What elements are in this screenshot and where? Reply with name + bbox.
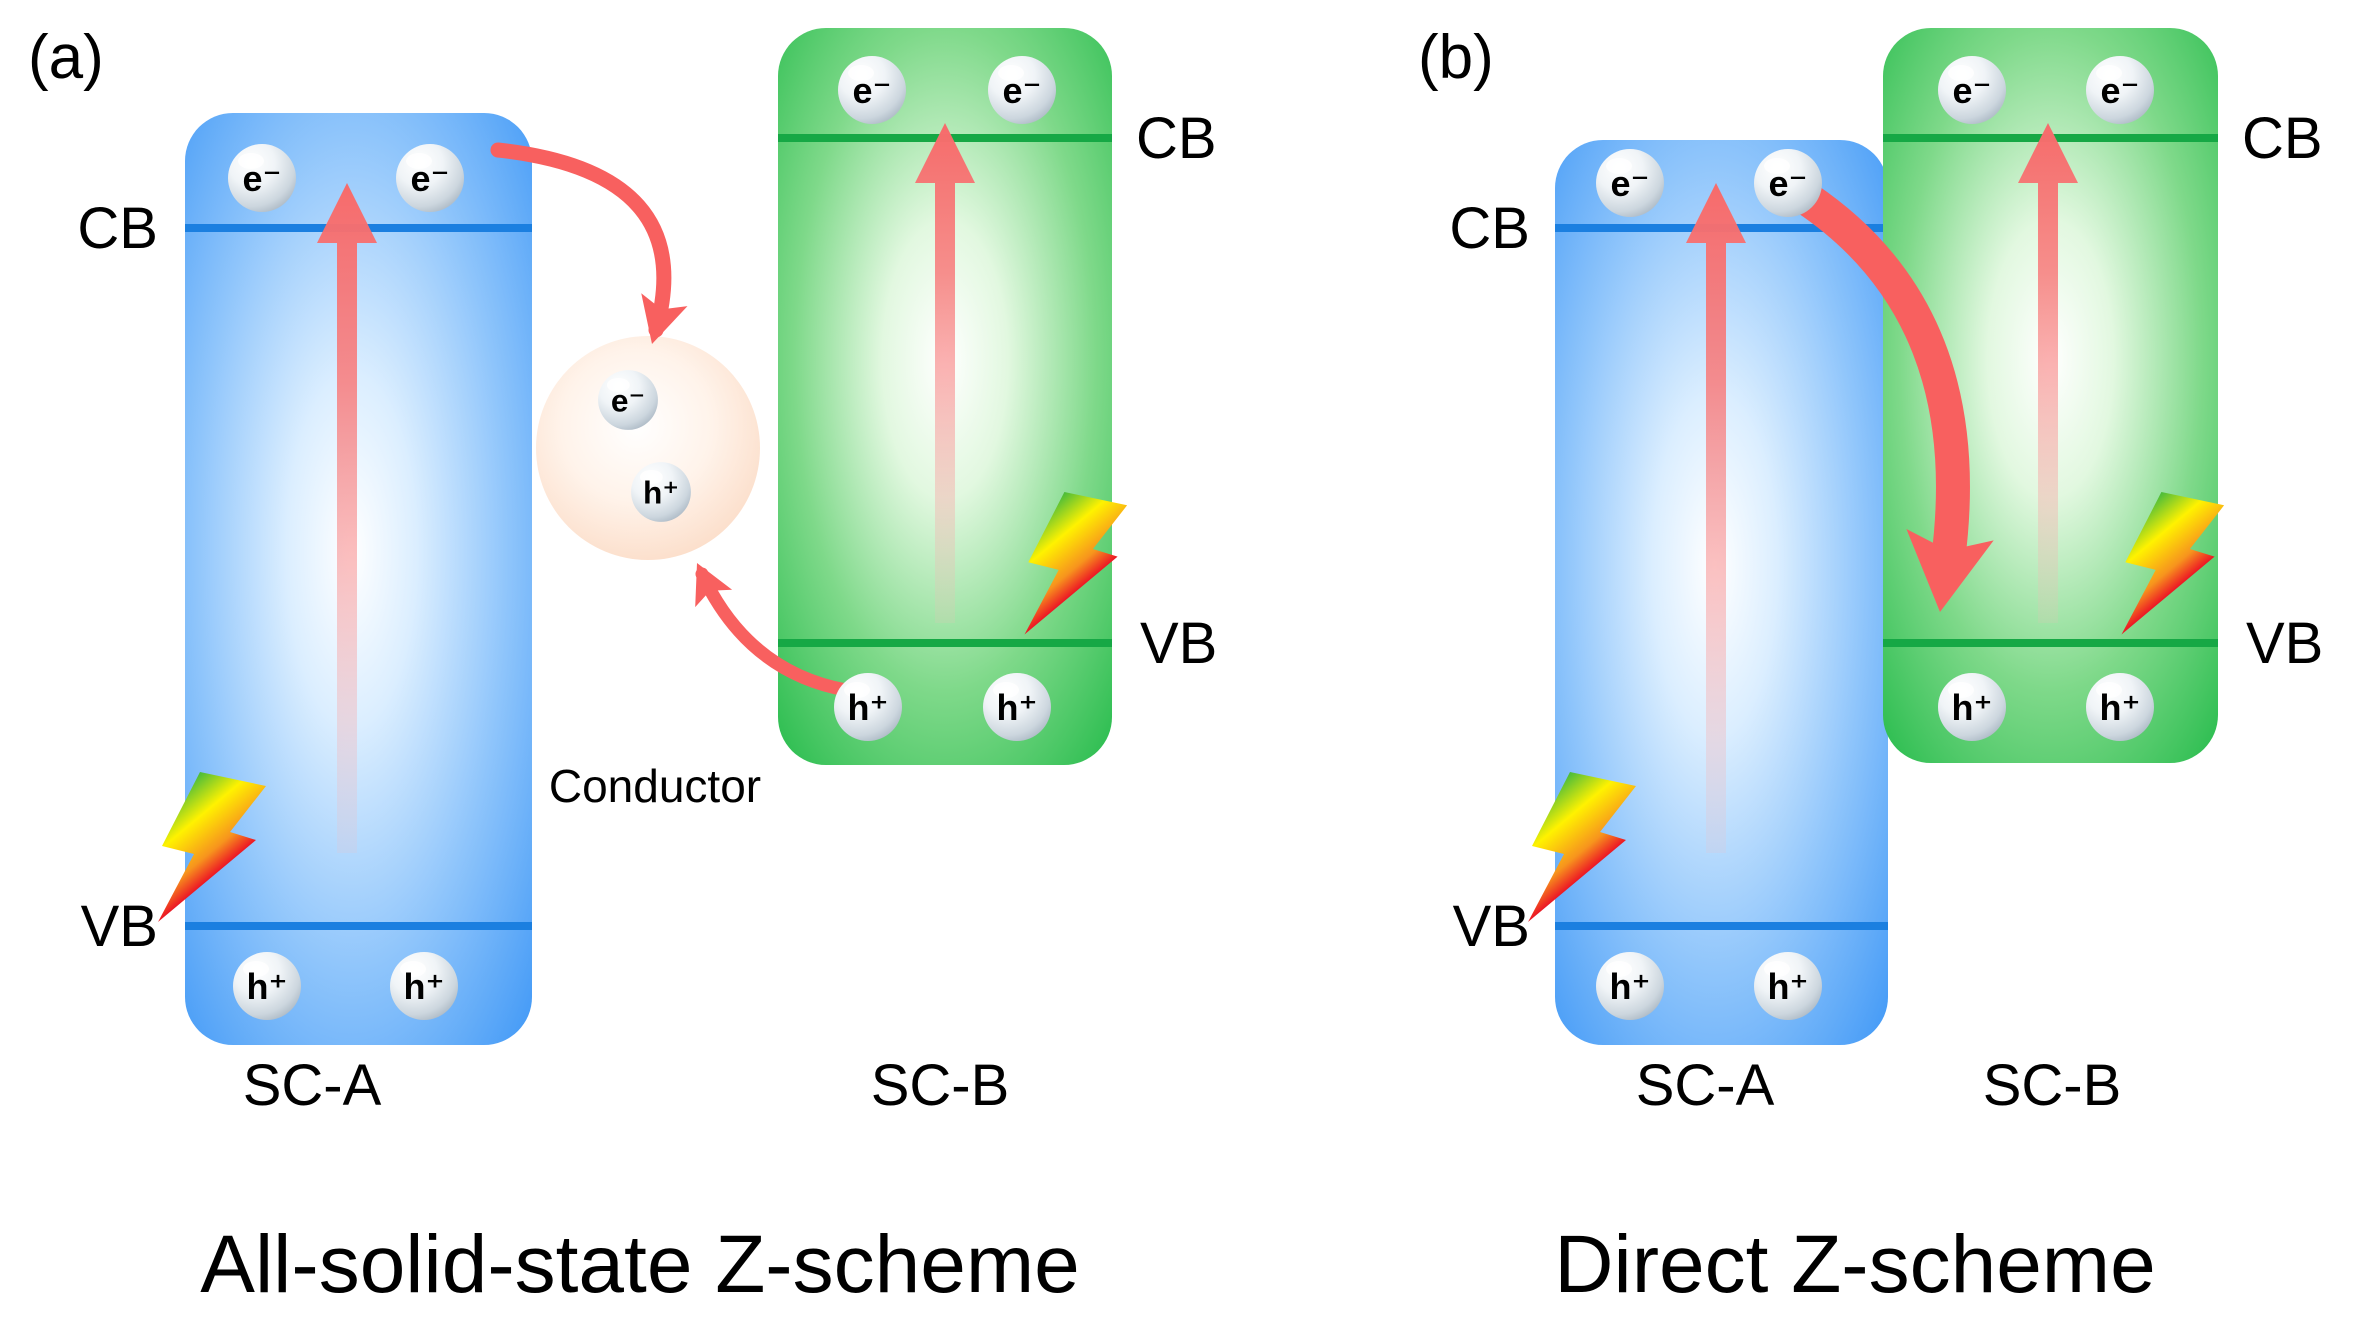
sc-b-cb-label: CB: [2242, 106, 2323, 171]
hole-transfer-arrowhead: [678, 554, 733, 608]
semiconductor-a-panel: [185, 113, 532, 1045]
hole-label: h⁺: [247, 966, 288, 1007]
electron-label: e⁻: [2100, 70, 2139, 111]
hole-label: h⁺: [848, 687, 889, 728]
electron-sphere: e⁻: [1754, 149, 1822, 217]
hole-sphere: h⁺: [233, 952, 301, 1020]
hole-sphere: h⁺: [390, 952, 458, 1020]
electron-sphere: e⁻: [598, 370, 658, 430]
sc-a-name: SC-A: [243, 1053, 382, 1118]
electron-label: e⁻: [611, 382, 645, 418]
sc-b-name: SC-B: [1983, 1053, 2122, 1118]
hole-sphere: h⁺: [2086, 673, 2154, 741]
electron-sphere: e⁻: [1938, 56, 2006, 124]
electron-label: e⁻: [410, 158, 449, 199]
hole-label: h⁺: [643, 474, 679, 510]
sc-a-vb-line: [1555, 922, 1888, 930]
hole-label: h⁺: [997, 687, 1038, 728]
sc-b-vb-line: [778, 639, 1112, 647]
hole-label: h⁺: [1768, 966, 1809, 1007]
hole-label: h⁺: [404, 966, 445, 1007]
panel-a: (a) CB VB CB VB e⁻ e⁻: [28, 23, 1217, 1310]
hole-sphere: h⁺: [834, 673, 902, 741]
electron-label: e⁻: [1952, 70, 1991, 111]
conductor-circle: [536, 336, 760, 560]
sc-b-vb-label: VB: [1140, 611, 1217, 676]
sc-b-cb-label: CB: [1136, 106, 1217, 171]
sc-b-name: SC-B: [871, 1053, 1010, 1118]
sc-b-vb-label: VB: [2246, 611, 2323, 676]
electron-label: e⁻: [1002, 70, 1041, 111]
conductor-label: Conductor: [549, 760, 761, 812]
hole-sphere: h⁺: [983, 673, 1051, 741]
direct-transfer-arrow: [1789, 181, 1970, 577]
electron-label: e⁻: [242, 158, 281, 199]
electron-label: e⁻: [852, 70, 891, 111]
panel-b-caption: Direct Z-scheme: [1554, 1219, 2155, 1310]
electron-label: e⁻: [1610, 163, 1649, 204]
panel-b: (b) CB VB CB VB e⁻ e⁻ h⁺: [1418, 23, 2323, 1310]
electron-sphere: e⁻: [396, 144, 464, 212]
hole-label: h⁺: [1952, 687, 1993, 728]
hole-sphere: h⁺: [1596, 952, 1664, 1020]
panel-b-tag: (b): [1418, 23, 1494, 92]
hole-sphere: h⁺: [1938, 673, 2006, 741]
hole-sphere: h⁺: [631, 462, 691, 522]
electron-sphere: e⁻: [228, 144, 296, 212]
electron-sphere: e⁻: [838, 56, 906, 124]
sc-a-cb-label: CB: [1449, 196, 1530, 261]
sc-a-name: SC-A: [1636, 1053, 1775, 1118]
electron-sphere: e⁻: [2086, 56, 2154, 124]
sc-b-vb-line: [1883, 639, 2218, 647]
hole-sphere: h⁺: [1754, 952, 1822, 1020]
hole-label: h⁺: [1610, 966, 1651, 1007]
sc-a-vb-label: VB: [1453, 894, 1530, 959]
panel-a-caption: All-solid-state Z-scheme: [200, 1219, 1079, 1310]
sc-a-vb-line: [185, 922, 532, 930]
hole-transfer-arrow: [695, 567, 853, 697]
electron-label: e⁻: [1768, 163, 1807, 204]
hole-label: h⁺: [2100, 687, 2141, 728]
electron-sphere: e⁻: [988, 56, 1056, 124]
electron-sphere: e⁻: [1596, 149, 1664, 217]
sc-a-vb-label: VB: [81, 894, 158, 959]
electron-transfer-arrow: [490, 142, 672, 338]
panel-a-tag: (a): [28, 23, 104, 92]
sc-a-cb-label: CB: [77, 196, 158, 261]
